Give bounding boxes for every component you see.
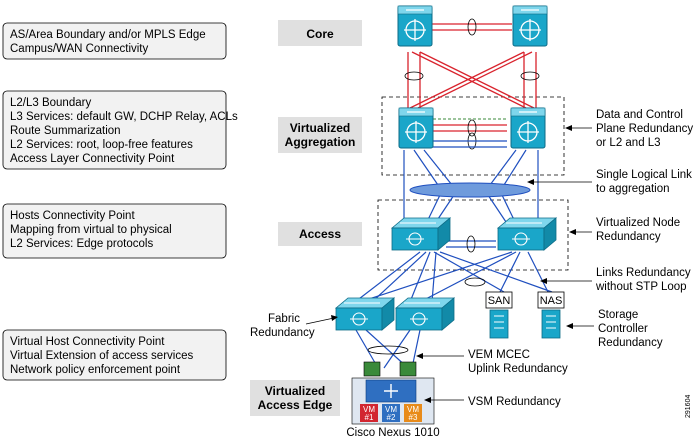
vm-2-bottom: #2 bbox=[387, 413, 396, 422]
desc-access-line-3: L2 Services: Edge protocols bbox=[10, 238, 153, 250]
annotation-pointer-lines bbox=[420, 127, 594, 401]
layer-label-core-bg bbox=[278, 20, 362, 46]
left-description-boxes: AS/Area Boundary and/or MPLS Edge Campus… bbox=[2, 22, 238, 381]
desc-access-line-2: Mapping from virtual to physical bbox=[10, 224, 172, 236]
access-fabric-links bbox=[354, 240, 553, 369]
vm-badge-1 bbox=[360, 404, 378, 422]
access-switch-right bbox=[497, 217, 557, 251]
desc-edge-line-2: Virtual Extension of access services bbox=[10, 350, 193, 362]
vm-1-top: VM bbox=[363, 405, 375, 414]
fabric-label-1: Fabric bbox=[268, 313, 300, 325]
desc-agg-line-1: L2/L3 Boundary bbox=[10, 97, 91, 109]
annot-vem-2: Uplink Redundancy bbox=[468, 363, 568, 375]
layer-labels: Core Virtualized Aggregation Access Virt… bbox=[250, 20, 362, 416]
nexus-label: Cisco Nexus 1010 bbox=[346, 427, 439, 439]
annot-storage-2: Controller bbox=[598, 323, 648, 335]
layer-label-access: Access bbox=[299, 227, 341, 241]
layer-label-aggregation-1: Virtualized bbox=[290, 121, 350, 135]
layer-label-access-edge-bg bbox=[250, 380, 340, 416]
annot-storage-3: Redundancy bbox=[598, 337, 663, 349]
layer-label-core: Core bbox=[306, 27, 334, 41]
vm-3-top: VM bbox=[407, 405, 419, 414]
core-aggregation-links bbox=[407, 23, 537, 132]
annot-node-redundancy-1: Virtualized Node bbox=[596, 217, 680, 229]
desc-edge-line-1: Virtual Host Connectivity Point bbox=[10, 336, 165, 348]
annot-links-redundancy-2: without STP Loop bbox=[595, 281, 687, 293]
annot-vsm: VSM Redundancy bbox=[468, 396, 561, 408]
access-switch-left bbox=[391, 217, 451, 251]
single-logical-link bbox=[409, 182, 531, 198]
core-switch-left bbox=[397, 5, 433, 47]
nas-storage bbox=[537, 291, 565, 339]
aggregation-blue-interlinks bbox=[433, 140, 507, 148]
fabric-interconnect-left bbox=[335, 297, 395, 331]
aggregation-switch-right bbox=[510, 107, 546, 149]
figure-id: 291604 bbox=[685, 395, 692, 418]
access-link-bundles bbox=[367, 235, 486, 355]
core-link-bundles bbox=[404, 18, 540, 150]
vm-1-bottom: #1 bbox=[365, 413, 374, 422]
right-annotations: Data and Control Plane Redundancy or L2 … bbox=[468, 109, 693, 408]
annot-logical-link-2: to aggregation bbox=[596, 183, 670, 195]
layer-label-access-bg bbox=[278, 222, 362, 246]
desc-agg-line-5: Access Layer Connectivity Point bbox=[10, 153, 175, 165]
desc-access-line-1: Hosts Connectivity Point bbox=[10, 210, 135, 222]
vm-3-bottom: #3 bbox=[409, 413, 418, 422]
aggregation-dashed-group bbox=[381, 96, 565, 176]
desc-box-access-edge bbox=[2, 329, 227, 381]
desc-box-core bbox=[2, 22, 227, 60]
access-dashed-group bbox=[377, 199, 569, 271]
layer-label-aggregation-2: Aggregation bbox=[285, 135, 356, 149]
vm-badge-2 bbox=[382, 404, 400, 422]
desc-agg-line-2: L3 Services: default GW, DCHP Relay, ACL… bbox=[10, 111, 238, 123]
fabric-pointer-line bbox=[305, 317, 335, 325]
fabric-pointer-arrow bbox=[331, 315, 338, 321]
annot-redundancy-2: Plane Redundancy bbox=[596, 123, 693, 135]
desc-agg-line-4: L2 Services: root, loop-free features bbox=[10, 139, 193, 151]
layer-label-access-edge-2: Access Edge bbox=[258, 398, 333, 412]
annot-vem-1: VEM MCEC bbox=[468, 349, 530, 361]
vm-badges: VM #1 VM #2 VM #3 bbox=[360, 404, 422, 422]
san-label: SAN bbox=[488, 295, 511, 307]
san-storage bbox=[485, 291, 513, 339]
desc-core-line-1: AS/Area Boundary and/or MPLS Edge bbox=[10, 29, 206, 41]
vem-module-right bbox=[399, 361, 417, 377]
core-switch-right bbox=[512, 5, 548, 47]
annotation-arrowheads bbox=[416, 125, 576, 403]
vm-2-top: VM bbox=[385, 405, 397, 414]
aggregation-switch-left bbox=[398, 107, 434, 149]
vem-module-left bbox=[363, 361, 381, 377]
annot-node-redundancy-2: Redundancy bbox=[596, 231, 661, 243]
annot-redundancy-1: Data and Control bbox=[596, 109, 683, 121]
annot-storage-1: Storage bbox=[598, 309, 638, 321]
layer-label-access-edge-1: Virtualized bbox=[265, 384, 325, 398]
desc-core-line-2: Campus/WAN Connectivity bbox=[10, 43, 149, 55]
nas-label: NAS bbox=[540, 295, 563, 307]
annot-links-redundancy-1: Links Redundancy bbox=[596, 267, 691, 279]
vm-badge-3 bbox=[404, 404, 422, 422]
desc-agg-line-3: Route Summarization bbox=[10, 125, 121, 137]
annot-redundancy-3: or L2 and L3 bbox=[596, 137, 661, 149]
desc-edge-line-3: Network policy enforcement point bbox=[10, 364, 181, 376]
fabric-label-2: Redundancy bbox=[250, 327, 315, 339]
desc-box-access bbox=[2, 203, 227, 259]
layer-label-aggregation-bg bbox=[278, 117, 362, 153]
desc-box-aggregation bbox=[2, 90, 227, 170]
fabric-interconnect-right bbox=[395, 297, 455, 331]
annot-logical-link-1: Single Logical Link bbox=[596, 169, 692, 181]
